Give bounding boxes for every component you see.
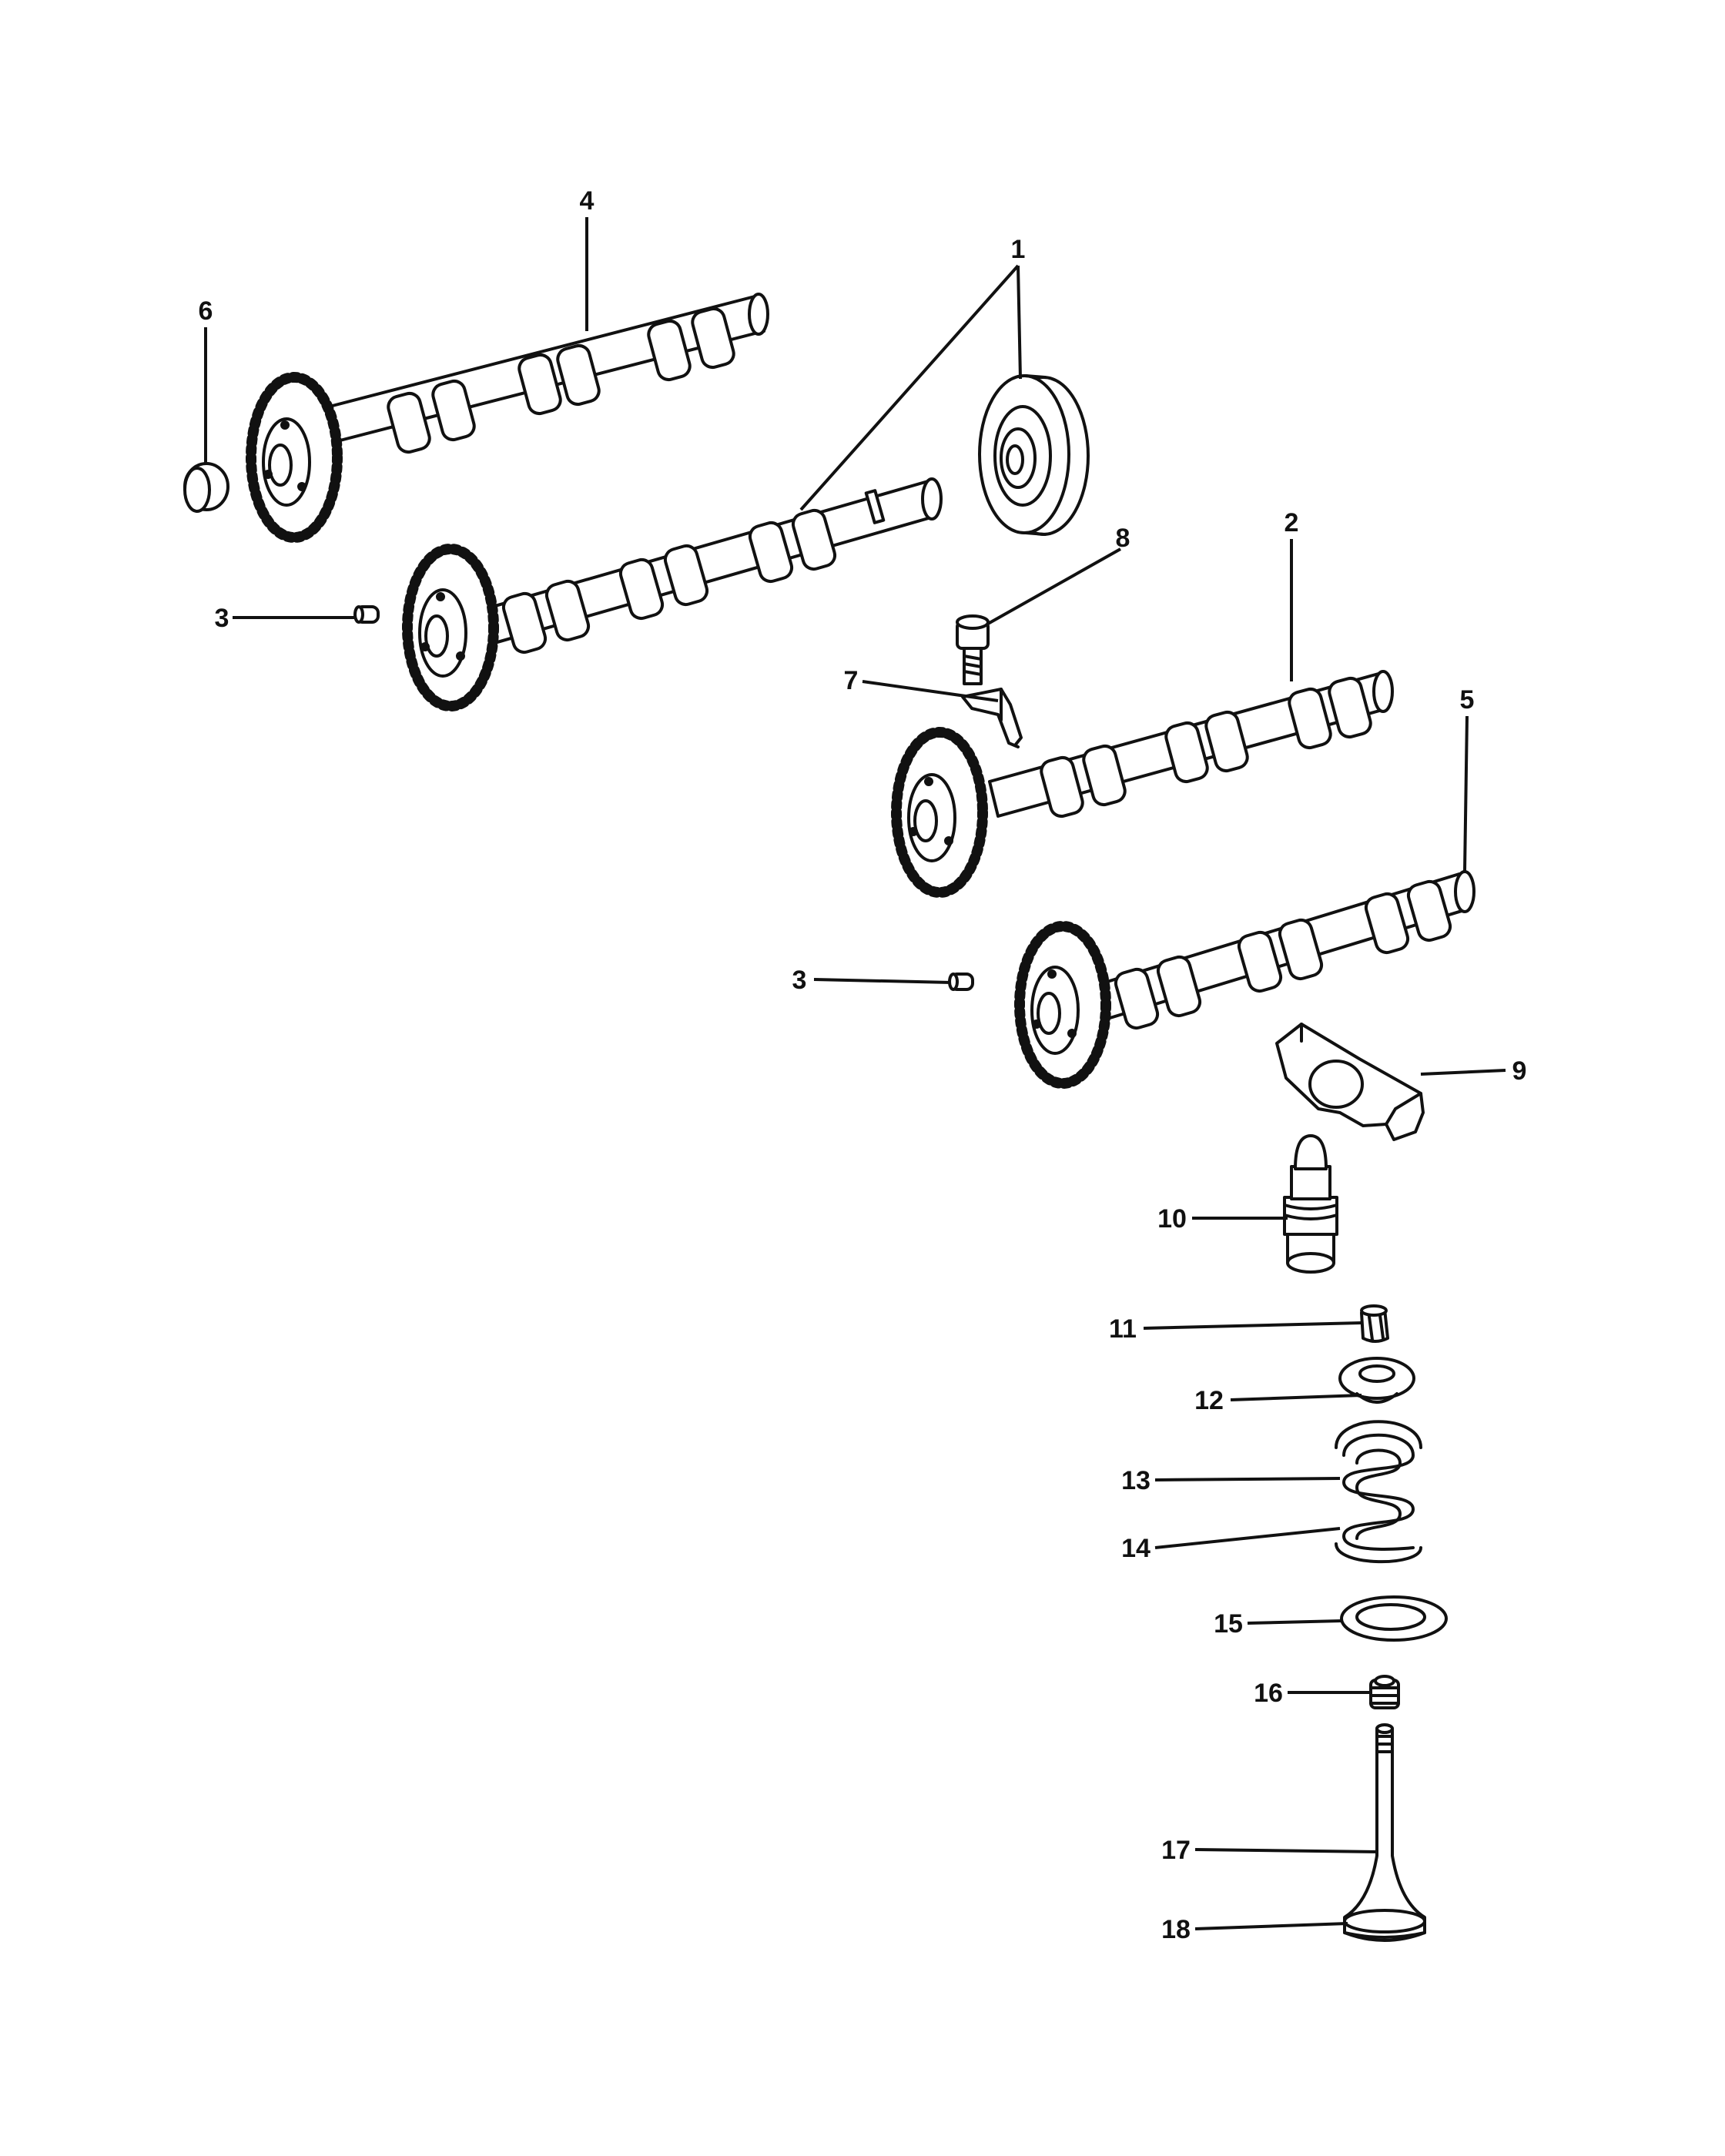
callout-2: 2 (1285, 508, 1299, 537)
callout-9: 9 (1512, 1056, 1527, 1086)
callout-7: 7 (844, 666, 859, 695)
callout-3b: 3 (792, 966, 807, 995)
camshaft-part-5 (1014, 870, 1475, 1089)
callout-18: 18 (1161, 1915, 1191, 1944)
dowel-pin-part-3a (353, 605, 380, 624)
valve-keepers-part-11 (1360, 1304, 1389, 1343)
callout-14: 14 (1121, 1534, 1151, 1563)
callout-15: 15 (1214, 1609, 1243, 1639)
dowel-pin-part-3b (948, 973, 974, 991)
camshaft-part-4 (246, 293, 769, 543)
valve-spring-part-13 (1335, 1420, 1422, 1564)
hydraulic-lifter-part-10 (1283, 1134, 1338, 1274)
callout-10: 10 (1157, 1204, 1187, 1234)
callout-5: 5 (1460, 685, 1475, 715)
callout-8: 8 (1116, 524, 1130, 553)
camshaft-part-1 (402, 477, 943, 711)
camshaft-part-2 (891, 670, 1394, 898)
valve-spring-part-14 (1355, 1448, 1402, 1540)
leader-lines (204, 217, 1506, 1930)
callout-6: 6 (199, 296, 213, 326)
callout-13: 13 (1121, 1466, 1151, 1495)
clip-part-7 (961, 688, 1023, 748)
rocker-arm-part-9 (1275, 1023, 1425, 1141)
callout-11: 11 (1109, 1314, 1137, 1344)
valve-part-17-18 (1343, 1723, 1426, 1942)
cam-sprocket-part-1 (978, 374, 1090, 536)
callout-4: 4 (580, 186, 595, 216)
bolt-part-8 (956, 614, 990, 685)
callout-17: 17 (1161, 1836, 1191, 1865)
callout-1: 1 (1011, 235, 1026, 264)
callout-3a: 3 (215, 604, 229, 633)
valve-stem-seal-part-16 (1369, 1675, 1400, 1709)
callout-16: 16 (1254, 1679, 1283, 1708)
callout-12: 12 (1194, 1386, 1224, 1415)
plug-part-6 (183, 462, 229, 513)
spring-seat-washer-part-15 (1340, 1595, 1448, 1642)
